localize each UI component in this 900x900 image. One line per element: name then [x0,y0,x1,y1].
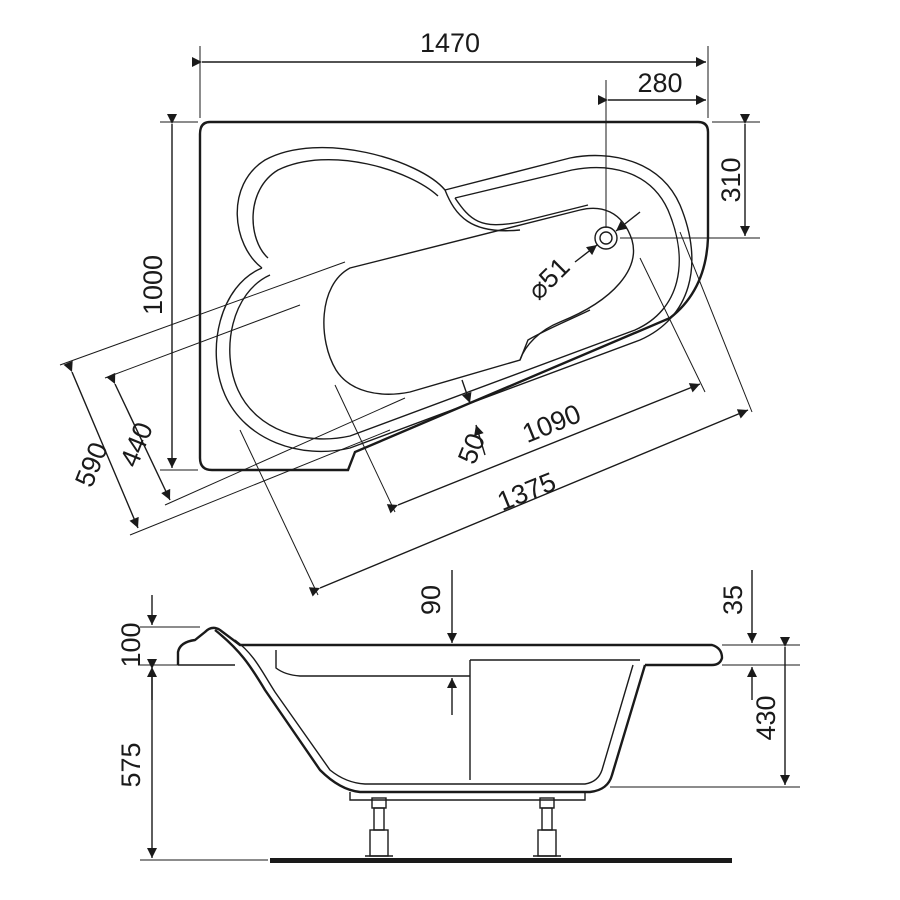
basin-floor [323,207,635,395]
side-tub-body [214,629,647,794]
dim-outer-length: 1375 [493,466,560,516]
floor-line [270,858,732,863]
dim-drain-offset-x: 280 [637,68,682,98]
backrest-lobe-outer [236,146,446,269]
dim-rim-height: 100 [116,622,146,667]
dim-drain-offset-y: 310 [716,157,746,202]
basin-rim-inner [229,166,680,440]
tub-outer-outline [198,120,710,472]
leg-left [365,797,393,857]
side-view: 100 575 90 35 430 [116,570,800,863]
dim-overall-width: 1000 [138,255,168,315]
dim-rim-gap: 50 [452,429,491,468]
dim-seat-step: 90 [416,585,446,615]
side-inner-seat [275,650,470,677]
dim-drain-diameter: ⌀51 [522,252,576,306]
backrest-lobe-inner [252,158,439,259]
seat-step-inner [444,189,521,232]
drain-outer [594,226,618,250]
base-frame [349,792,586,801]
drain-inner [599,231,613,245]
dim-outer-width: 590 [69,438,114,491]
dim-inner-length: 1090 [518,398,585,448]
leg-right [533,797,561,857]
dim-rim-step: 35 [718,585,748,615]
basin-rim-outer [215,154,693,452]
dim-overall-length: 1470 [420,28,480,58]
side-tub-inner [234,639,634,785]
plan-view: 1470 280 310 1000 ⌀51 590 440 [59,28,760,597]
dim-leg-height: 575 [116,742,146,787]
floor-ledge [519,309,591,361]
dim-bath-depth: 430 [751,695,781,740]
seat-step [454,197,589,226]
side-rim [176,626,724,667]
